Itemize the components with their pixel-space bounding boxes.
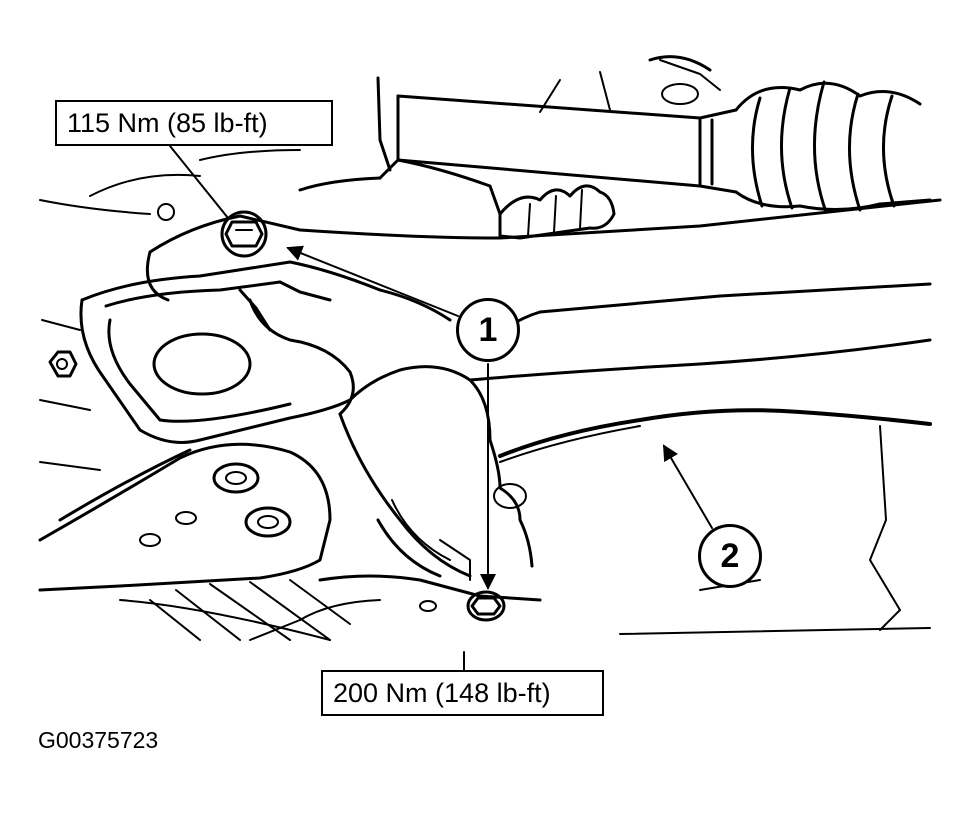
steering-boot	[498, 184, 616, 240]
left-nut	[48, 350, 78, 378]
bushing-bracket	[39, 149, 502, 302]
item-1-marker: 1	[456, 298, 520, 362]
rear-bushing	[249, 365, 542, 641]
upper-torque-callout: 115 Nm (85 lb-ft)	[55, 100, 333, 146]
item-2-marker: 2	[698, 524, 762, 588]
cv-boot	[734, 80, 932, 214]
item-2-number: 2	[720, 537, 740, 575]
lower-control-arm	[298, 198, 942, 635]
subframe-plate	[38, 442, 351, 641]
lower-bolt	[466, 590, 506, 622]
subframe	[39, 260, 452, 471]
callout-leaders	[169, 145, 713, 671]
lower-torque-label: 200 Nm (148 lb-ft)	[333, 678, 551, 708]
drive-shaft	[376, 55, 738, 194]
figure-id: G00375723	[38, 727, 159, 753]
lower-torque-callout: 200 Nm (148 lb-ft)	[321, 670, 604, 716]
upper-torque-label: 115 Nm (85 lb-ft)	[67, 108, 268, 138]
upper-bolt	[220, 210, 268, 258]
item-1-number: 1	[478, 311, 498, 349]
